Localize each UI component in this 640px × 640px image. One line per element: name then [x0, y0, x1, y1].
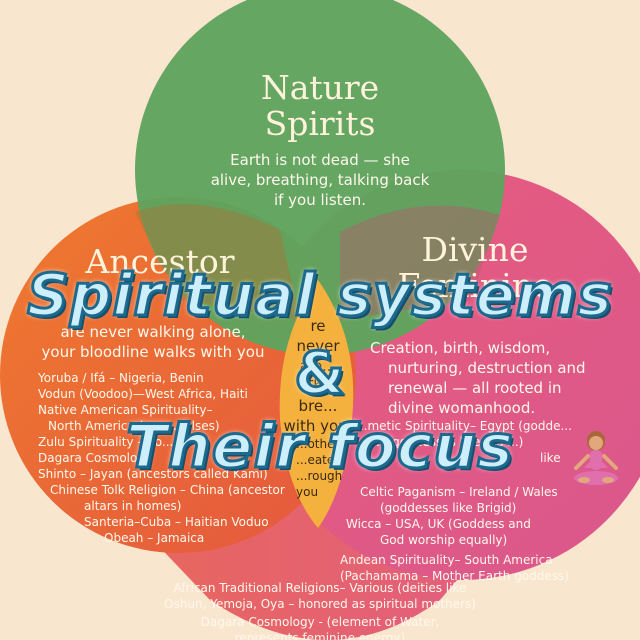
- overlay-ampersand: &: [293, 339, 347, 408]
- center-line: bre...: [298, 397, 338, 415]
- center-line: ...eates: [296, 453, 341, 467]
- center-line: with you.: [283, 417, 353, 435]
- meditating-person-icon: [574, 431, 618, 485]
- divine-item: ...(goddesses like Isis ...): [376, 435, 524, 449]
- bottom-line3: Dagara Cosmology - (element of Water,: [200, 615, 440, 629]
- center-line: re: [310, 317, 326, 335]
- ancestor-text-line2: your bloodline walks with you: [41, 343, 265, 361]
- center-text-lower: ...other ...eates ...rough you: [296, 436, 356, 500]
- divine-title-line2: Feminine: [397, 266, 553, 305]
- divine-text-line2: nurturing, destruction and: [388, 359, 586, 377]
- ancestor-item: Dagara Cosmology: [38, 451, 153, 465]
- ancestor-title: Ancestor: [85, 242, 235, 281]
- divine-item: Celtic Paganism – Ireland / Wales: [360, 485, 558, 499]
- divine-text-line4: divine womanhood.: [388, 399, 536, 417]
- center-line: ...other: [296, 437, 340, 451]
- ancestor-item: Native American Spirituality–: [38, 403, 213, 417]
- ancestor-item: altars in homes): [84, 499, 182, 513]
- ancestor-item: Yoruba / Ifá – Nigeria, Benin: [38, 371, 204, 385]
- nature-text-line1: Earth is not dead — she: [230, 151, 410, 169]
- bottom-text: African Traditional Religions– Various (…: [150, 580, 490, 640]
- ancestor-item: North America (c... ...belses): [48, 419, 220, 433]
- ancestor-item: Vodun (Voodoo)—West Africa, Haiti: [38, 387, 248, 401]
- ancestor-item: Obeah – Jamaica: [104, 531, 205, 545]
- overlap-green-pink: [340, 205, 500, 320]
- ancestor-text: are never walking alone, your bloodline …: [28, 322, 278, 362]
- center-overlap: [279, 280, 354, 528]
- bottom-line1: African Traditional Religions– Various (…: [173, 581, 467, 595]
- nature-text: Earth is not dead — she alive, breathing…: [195, 150, 445, 210]
- divine-item: God worship equally): [380, 533, 508, 547]
- divine-title: Divine Feminine: [370, 232, 580, 304]
- nature-title-line2: Spirits: [264, 104, 376, 143]
- nature-text-line3: if you listen.: [273, 191, 367, 209]
- divine-item: ...metic Spirituality– Egypt (godde...: [356, 419, 572, 433]
- center-line: The: [304, 377, 332, 395]
- ancestor-item: Shinto – Jayan (ancestors called Kami): [38, 467, 268, 481]
- center-line: never: [296, 337, 340, 355]
- ancestor-text-line1: are never walking alone,: [60, 323, 246, 341]
- divine-item: (Pachamama – Mother Earth goddess): [340, 569, 569, 583]
- nature-title: Nature Spirits: [220, 70, 420, 142]
- center-line: ...rough: [296, 469, 343, 483]
- center-text: re never alo... The bre... with you.: [282, 316, 354, 436]
- overlap-green-orange: [135, 204, 300, 320]
- nature-title-line1: Nature: [260, 68, 380, 107]
- divine-item: Andean Spirituality– South America: [340, 553, 553, 567]
- divine-list: ...metic Spirituality– Egypt (godde... .…: [340, 418, 620, 584]
- center-line: you: [296, 485, 319, 499]
- ancestor-item: Zulu Spirituality – So...: [38, 435, 174, 449]
- divine-text-line3: renewal — all rooted in: [388, 379, 562, 397]
- nature-text-line2: alive, breathing, talking back: [210, 171, 430, 189]
- divine-item: (goddesses like Brigid): [380, 501, 517, 515]
- divine-item: like: [540, 451, 561, 465]
- divine-item: Wicca – USA, UK (Goddess and: [346, 517, 531, 531]
- overlay-title-line3: Their focus: [125, 411, 515, 484]
- bottom-line4: represents feminine energy): [234, 631, 406, 640]
- divine-text: Creation, birth, wisdom, nurturing, dest…: [370, 338, 620, 418]
- divine-text-line1: Creation, birth, wisdom,: [370, 339, 551, 357]
- bottom-line2: Oshun, Yemoja, Oya – honored as spiritua…: [164, 597, 476, 611]
- center-line: alo...: [299, 357, 337, 375]
- ancestor-item: Santeria–Cuba – Haitian Voduo: [84, 515, 269, 529]
- ancestor-list: Yoruba / Ifá – Nigeria, Benin Vodun (Voo…: [24, 370, 285, 546]
- ancestor-item: Chinese Tolk Religion – China (ancestor: [50, 483, 285, 497]
- overlay-title-line1: Spiritual systems: [26, 261, 614, 330]
- divine-title-line1: Divine: [421, 230, 529, 269]
